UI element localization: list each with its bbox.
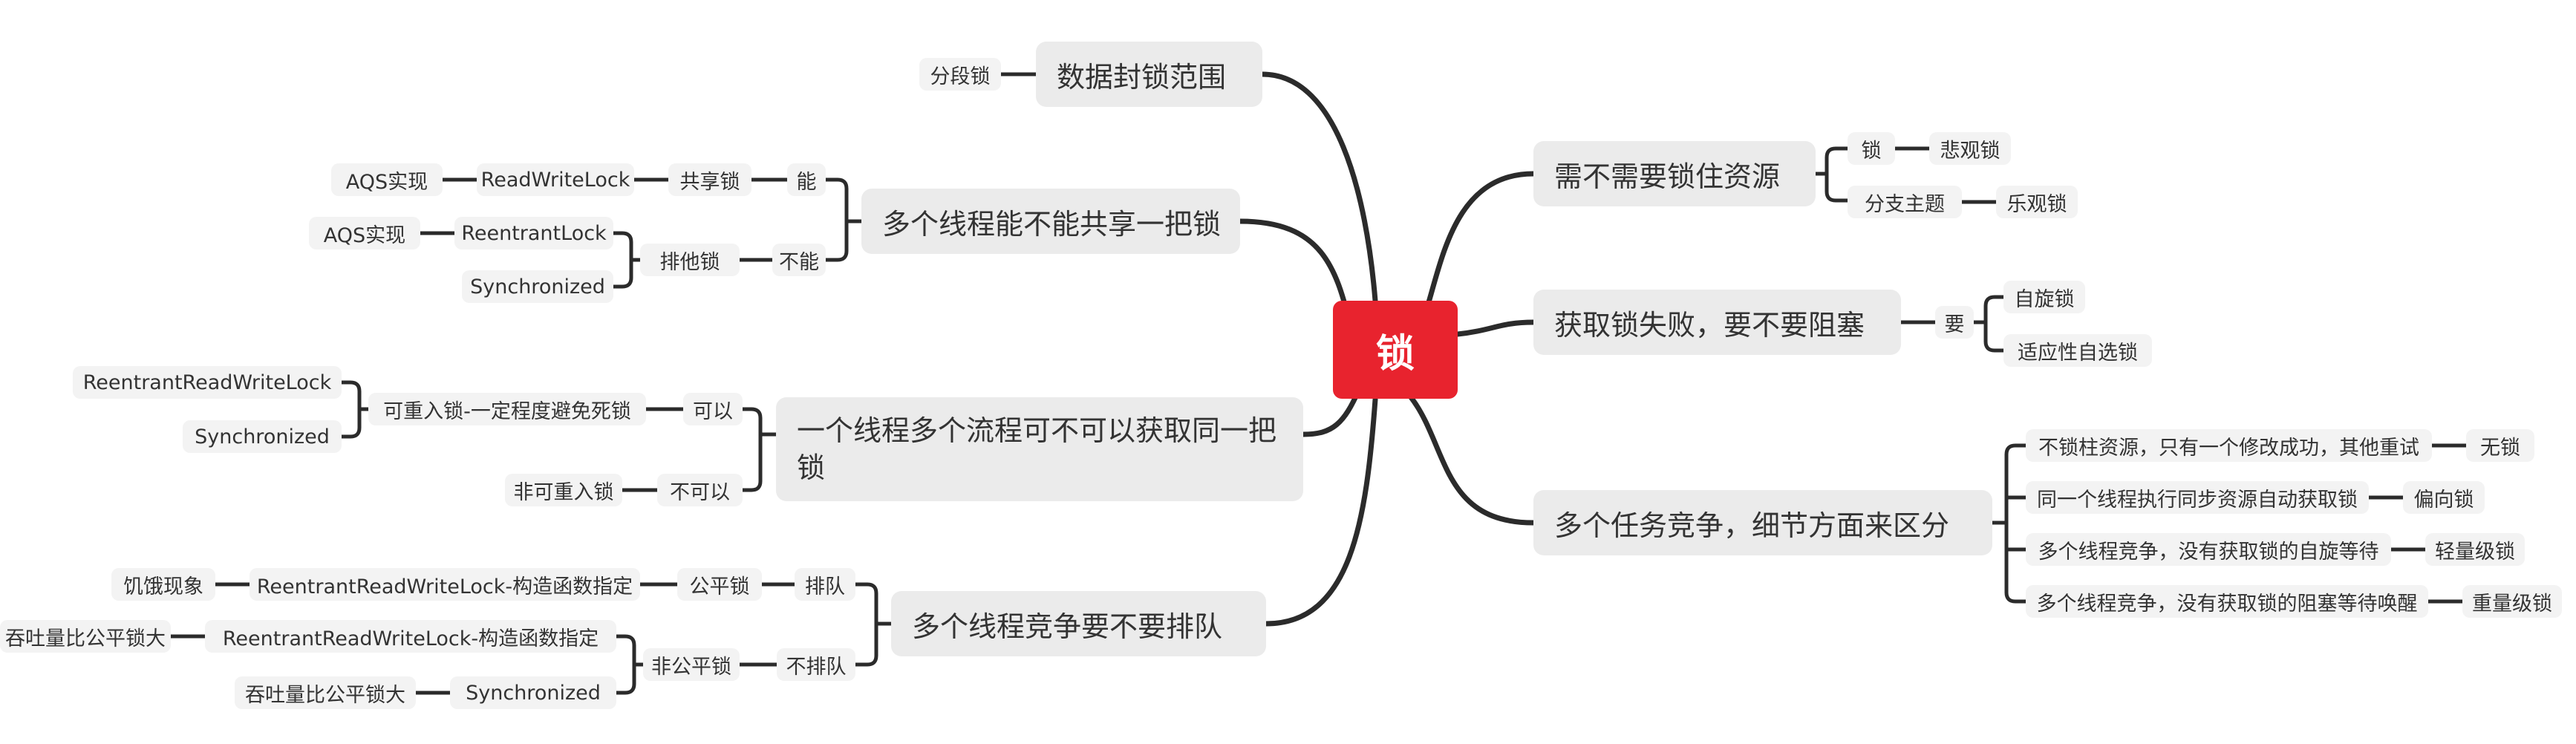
node-reentrantreadwritelock-1[interactable]: ReentrantReadWriteLock <box>73 366 342 399</box>
node-no-lock-desc[interactable]: 不锁柱资源，只有一个修改成功，其他重试 <box>2026 429 2432 462</box>
node-optimistic-lock[interactable]: 乐观锁 <box>1996 186 2078 218</box>
node-starvation[interactable]: 饥饿现象 <box>111 568 215 601</box>
topic-reentrant[interactable]: 一个线程多个流程可不可以获取同一把锁 <box>776 397 1303 501</box>
node-heavyweight-lock[interactable]: 重量级锁 <box>2462 585 2562 618</box>
node-pessimistic-lock[interactable]: 悲观锁 <box>1929 132 2011 165</box>
center-topic[interactable]: 锁 <box>1333 301 1458 399</box>
node-yes-reentrant[interactable]: 可以 <box>683 393 743 425</box>
topic-share-one-lock[interactable]: 多个线程能不能共享一把锁 <box>861 189 1240 254</box>
node-lock[interactable]: 锁 <box>1848 132 1895 165</box>
node-aqs-impl-1[interactable]: AQS实现 <box>331 163 443 196</box>
node-lightweight-lock-desc[interactable]: 多个线程竞争，没有获取锁的自旋等待 <box>2026 533 2391 566</box>
node-heavyweight-lock-desc[interactable]: 多个线程竞争，没有获取锁的阻塞等待唤醒 <box>2026 585 2428 618</box>
node-non-reentrant-lock[interactable]: 非可重入锁 <box>505 474 622 506</box>
node-throughput-2[interactable]: 吞吐量比公平锁大 <box>235 676 416 709</box>
node-synchronized-3[interactable]: Synchronized <box>450 676 616 709</box>
node-no-lock[interactable]: 无锁 <box>2466 429 2534 462</box>
node-shared-lock[interactable]: 共享锁 <box>668 163 751 196</box>
node-synchronized-1[interactable]: Synchronized <box>462 270 613 303</box>
node-adaptive-spin-lock[interactable]: 适应性自选锁 <box>2003 334 2152 367</box>
topic-data-lock-scope[interactable]: 数据封锁范围 <box>1036 42 1262 107</box>
node-branch-topic[interactable]: 分支主题 <box>1848 186 1962 218</box>
node-throughput-1[interactable]: 吞吐量比公平锁大 <box>0 620 171 653</box>
node-aqs-impl-2[interactable]: AQS实现 <box>309 217 420 249</box>
node-synchronized-2[interactable]: Synchronized <box>183 420 342 453</box>
node-can[interactable]: 能 <box>787 163 826 196</box>
node-segment-lock[interactable]: 分段锁 <box>919 58 1001 91</box>
topic-queueing[interactable]: 多个线程竞争要不要排队 <box>891 591 1266 656</box>
topic-task-competition[interactable]: 多个任务竞争，细节方面来区分 <box>1533 490 1992 555</box>
node-no-queue[interactable]: 不排队 <box>777 648 855 681</box>
node-queue[interactable]: 排队 <box>795 568 855 601</box>
node-rrwl-constructor-1[interactable]: ReentrantReadWriteLock-构造函数指定 <box>250 568 640 601</box>
node-yes-block[interactable]: 要 <box>1935 306 1974 339</box>
node-spin-lock[interactable]: 自旋锁 <box>2003 281 2085 313</box>
node-biased-lock-desc[interactable]: 同一个线程执行同步资源自动获取锁 <box>2026 481 2369 514</box>
node-rrwl-constructor-2[interactable]: ReentrantReadWriteLock-构造函数指定 <box>205 620 616 653</box>
node-biased-lock[interactable]: 偏向锁 <box>2403 481 2485 514</box>
node-reentrantlock[interactable]: ReentrantLock <box>454 217 613 249</box>
node-reentrant-lock[interactable]: 可重入锁-一定程度避免死锁 <box>368 393 646 425</box>
node-unfair-lock[interactable]: 非公平锁 <box>643 648 740 681</box>
node-lightweight-lock[interactable]: 轻量级锁 <box>2425 533 2525 566</box>
topic-block-on-failure[interactable]: 获取锁失败，要不要阻塞 <box>1533 290 1901 355</box>
node-cannot[interactable]: 不能 <box>772 244 826 276</box>
node-fair-lock[interactable]: 公平锁 <box>677 568 762 601</box>
node-not-reentrant[interactable]: 不可以 <box>657 474 743 506</box>
node-exclusive-lock[interactable]: 排他锁 <box>640 244 740 276</box>
topic-lock-resource[interactable]: 需不需要锁住资源 <box>1533 141 1816 206</box>
node-readwritelock[interactable]: ReadWriteLock <box>477 163 634 196</box>
